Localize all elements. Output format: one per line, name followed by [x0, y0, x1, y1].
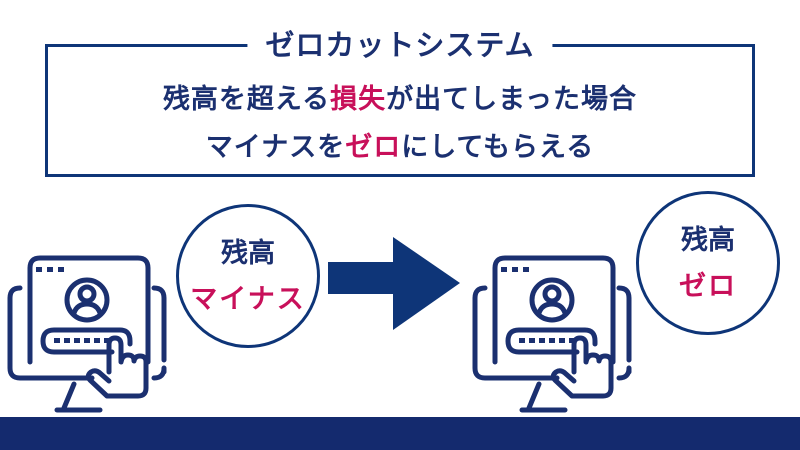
description-line-2: マイナスをゼロにしてもらえる	[48, 125, 752, 164]
balance-label: 残高	[681, 225, 735, 256]
line2-highlight: ゼロ	[345, 132, 402, 163]
line1-text-after: が出てしまった場合	[386, 84, 638, 115]
box-title: ゼロカットシステム	[247, 25, 553, 65]
line1-highlight: 損失	[330, 84, 387, 115]
line2-text-after: にしてもらえる	[401, 132, 595, 163]
description-line-1: 残高を超える損失が出てしまった場合	[48, 77, 752, 116]
arrow-right-icon	[328, 237, 460, 330]
line2-text-before: マイナスを	[205, 132, 346, 163]
line1-text-before: 残高を超える	[162, 84, 331, 115]
balance-label: 残高	[221, 238, 275, 269]
balance-minus-circle: 残高 マイナス	[176, 204, 320, 348]
info-box: ゼロカットシステム 残高を超える損失が出てしまった場合 マイナスをゼロにしてもら…	[45, 25, 755, 177]
balance-zero-circle: 残高 ゼロ	[636, 191, 780, 335]
bottom-bar	[0, 417, 800, 450]
balance-value-minus: マイナス	[190, 284, 306, 315]
balance-value-zero: ゼロ	[679, 271, 737, 302]
computer-login-icon	[2, 250, 172, 420]
computer-login-icon	[467, 250, 637, 420]
